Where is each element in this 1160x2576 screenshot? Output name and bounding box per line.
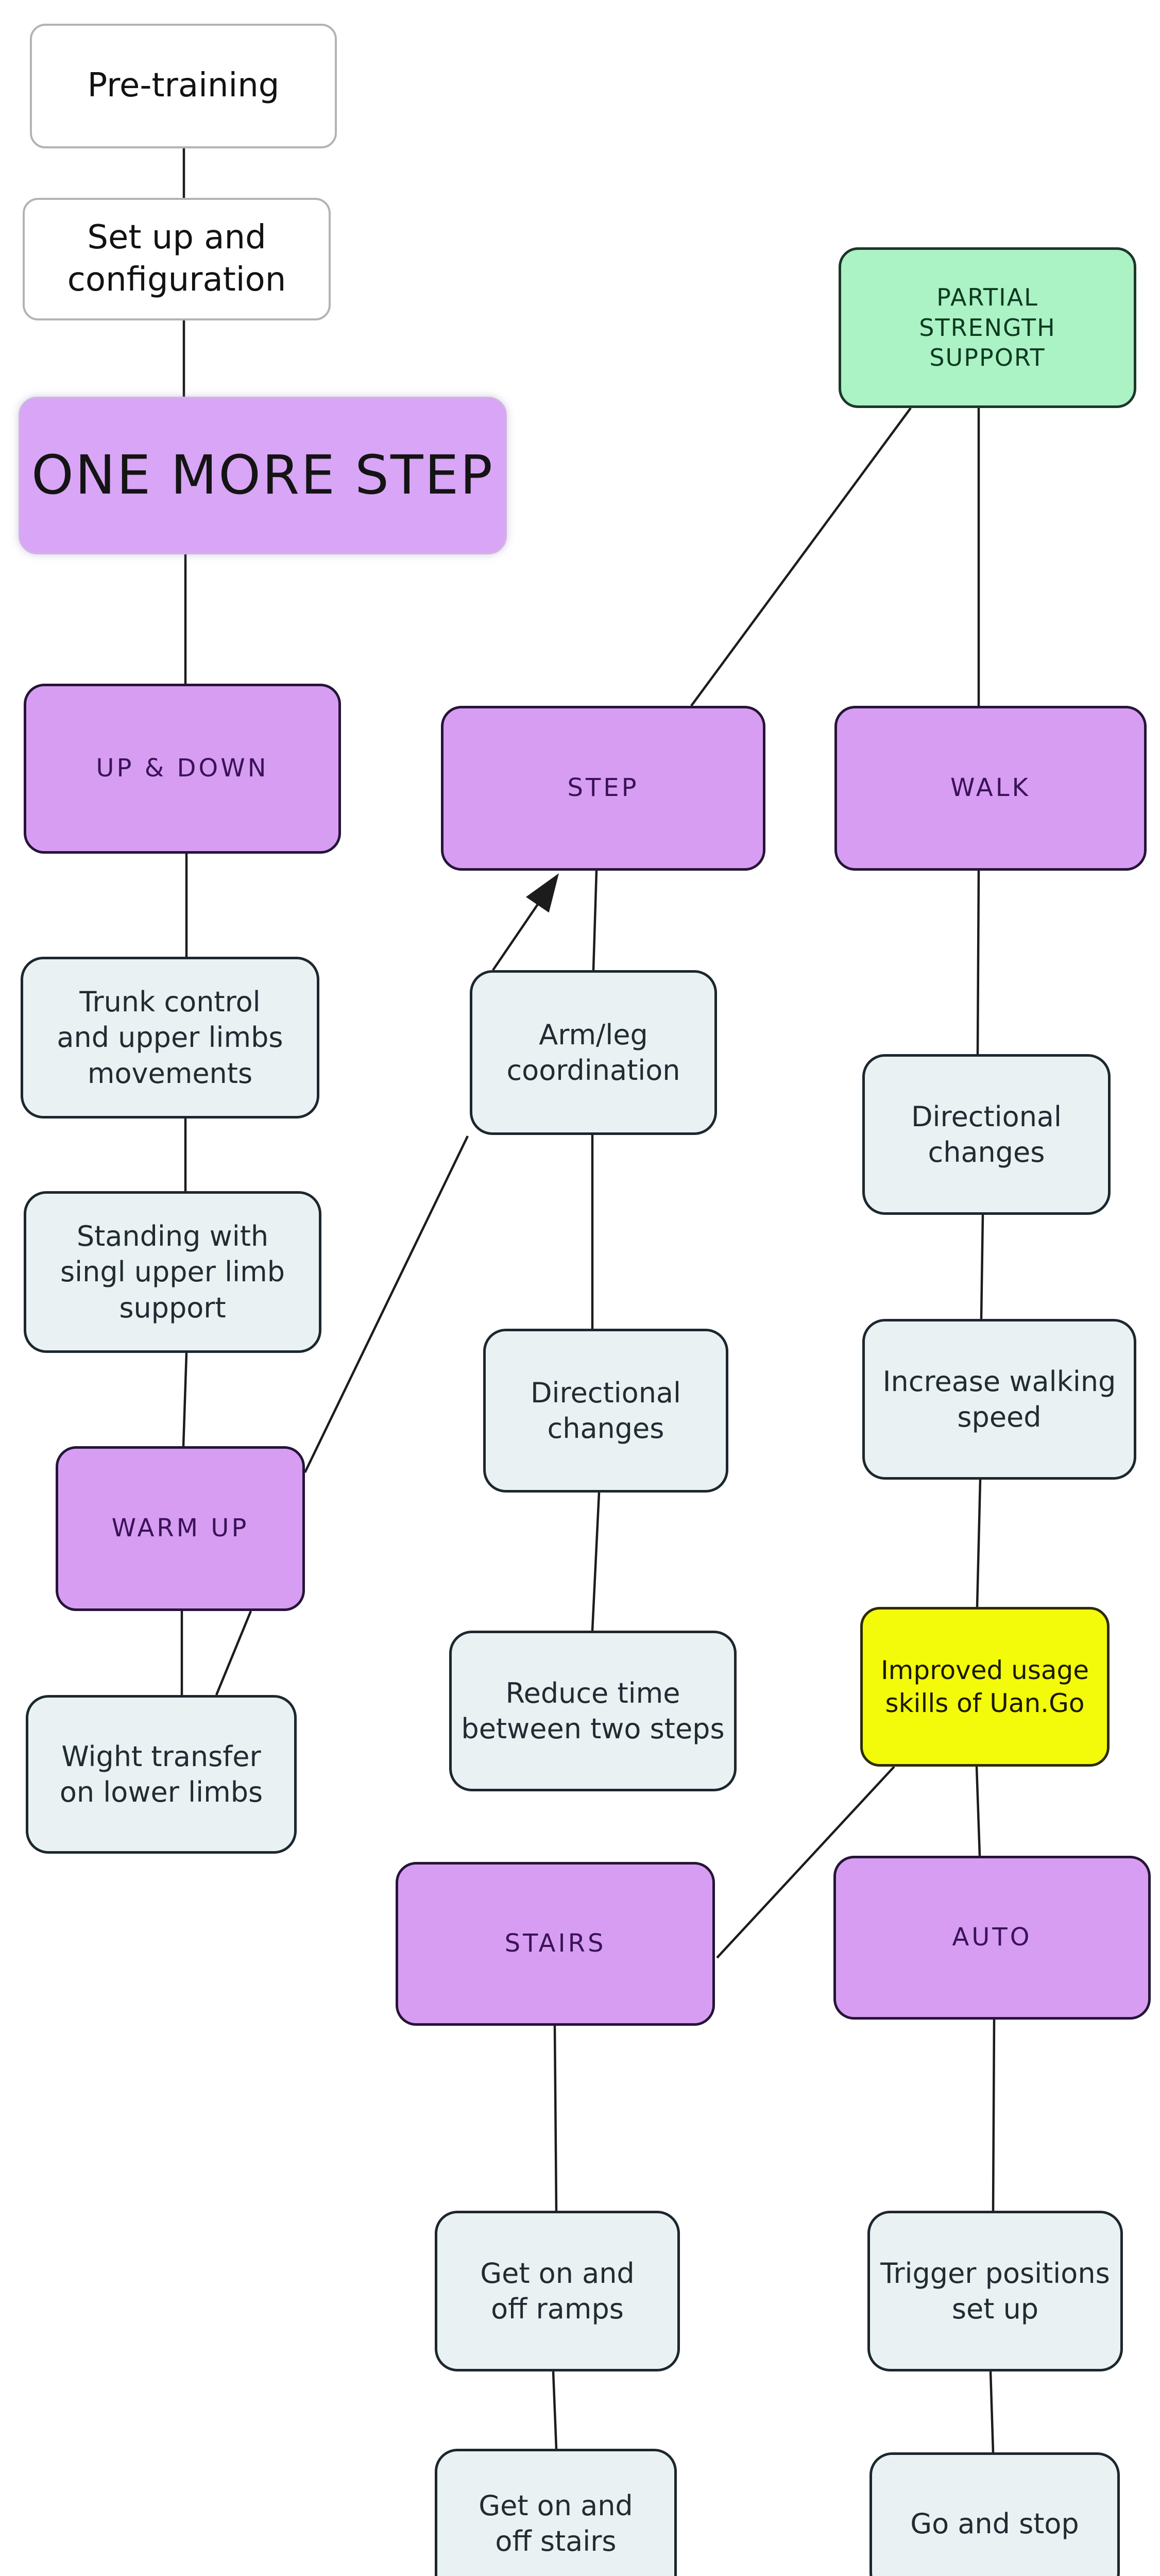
connector-directional-right-increase-speed	[980, 1214, 984, 1319]
node-label-partial-strength: PARTIAL STRENGTH SUPPORT	[919, 283, 1056, 372]
node-label-weight-transfer: Wight transfer on lower limbs	[59, 1740, 263, 1808]
connector-improved-usage-stairs	[716, 1766, 895, 1959]
node-ramps[interactable]: Get on and off ramps	[435, 2211, 680, 2371]
node-label-improved-usage: Improved usage skills of Uan.Go	[880, 1655, 1089, 1718]
connector-step-arm-leg	[592, 870, 598, 971]
connector-warm-up-arm-leg	[303, 1136, 469, 1473]
node-stairs[interactable]: STAIRS	[396, 1862, 715, 2026]
node-label-directional-mid: Directional changes	[530, 1376, 681, 1445]
node-label-standing-support: Standing with singl upper limb support	[60, 1220, 285, 1324]
node-trigger-positions[interactable]: Trigger positions set up	[867, 2211, 1123, 2371]
node-one-more-step[interactable]: ONE MORE STEP	[19, 397, 507, 554]
connector-improved-usage-auto	[975, 1766, 981, 1856]
node-directional-right[interactable]: Directional changes	[862, 1054, 1111, 1215]
connector-increase-speed-improved-usage	[976, 1479, 982, 1607]
node-pre-training[interactable]: Pre-training	[30, 24, 337, 148]
node-arm-leg[interactable]: Arm/leg coordination	[470, 970, 717, 1135]
node-label-increase-speed: Increase walking speed	[882, 1365, 1116, 1433]
node-label-warm-up: WARM UP	[111, 1514, 249, 1543]
node-label-reduce-time: Reduce time between two steps	[461, 1676, 725, 1745]
node-label-directional-right: Directional changes	[911, 1100, 1062, 1168]
connector-walk-directional-right	[976, 870, 980, 1055]
arrowhead-arm-leg-step	[526, 873, 559, 913]
connector-ramps-off-stairs	[552, 2371, 558, 2449]
node-label-step: STEP	[567, 773, 639, 803]
node-setup[interactable]: Set up and configuration	[23, 198, 331, 320]
node-improved-usage[interactable]: Improved usage skills of Uan.Go	[860, 1607, 1110, 1767]
node-up-down[interactable]: UP & DOWN	[24, 684, 341, 854]
node-off-stairs[interactable]: Get on and off stairs	[435, 2449, 677, 2576]
node-standing-support[interactable]: Standing with singl upper limb support	[24, 1191, 321, 1353]
node-label-one-more-step: ONE MORE STEP	[31, 444, 494, 507]
node-go-stop[interactable]: Go and stop	[869, 2452, 1120, 2576]
node-label-walk: WALK	[950, 773, 1031, 803]
connector-directional-mid-reduce-time	[591, 1492, 601, 1631]
connector-warm-up-weight-transfer	[215, 1611, 252, 1696]
node-label-setup: Set up and configuration	[67, 218, 286, 299]
node-label-off-stairs: Get on and off stairs	[479, 2489, 633, 2557]
node-label-auto: AUTO	[952, 1923, 1032, 1952]
node-partial-strength[interactable]: PARTIAL STRENGTH SUPPORT	[839, 247, 1136, 408]
connector-standing-support-warm-up	[182, 1352, 188, 1447]
connector-partial-strength-step	[690, 407, 912, 707]
connector-arm-leg-step	[492, 897, 543, 971]
node-reduce-time[interactable]: Reduce time between two steps	[449, 1631, 737, 1791]
node-weight-transfer[interactable]: Wight transfer on lower limbs	[26, 1695, 297, 1854]
connector-stairs-ramps	[553, 2025, 558, 2211]
node-step[interactable]: STEP	[441, 706, 765, 871]
node-label-trigger-positions: Trigger positions set up	[880, 2257, 1110, 2325]
node-label-up-down: UP & DOWN	[96, 754, 269, 783]
node-label-ramps: Get on and off ramps	[480, 2257, 635, 2325]
node-label-pre-training: Pre-training	[87, 66, 280, 105]
node-increase-speed[interactable]: Increase walking speed	[862, 1319, 1136, 1480]
node-label-trunk-control: Trunk control and upper limbs movements	[57, 986, 283, 1090]
node-warm-up[interactable]: WARM UP	[56, 1446, 305, 1611]
connector-trigger-positions-go-stop	[989, 2371, 995, 2453]
node-auto[interactable]: AUTO	[833, 1856, 1151, 2020]
node-walk[interactable]: WALK	[834, 706, 1147, 871]
node-directional-mid[interactable]: Directional changes	[483, 1329, 728, 1493]
connector-auto-trigger-positions	[992, 2019, 996, 2211]
node-trunk-control[interactable]: Trunk control and upper limbs movements	[21, 957, 319, 1118]
node-label-go-stop: Go and stop	[910, 2507, 1079, 2540]
node-label-arm-leg: Arm/leg coordination	[506, 1018, 680, 1087]
node-label-stairs: STAIRS	[504, 1929, 606, 1958]
